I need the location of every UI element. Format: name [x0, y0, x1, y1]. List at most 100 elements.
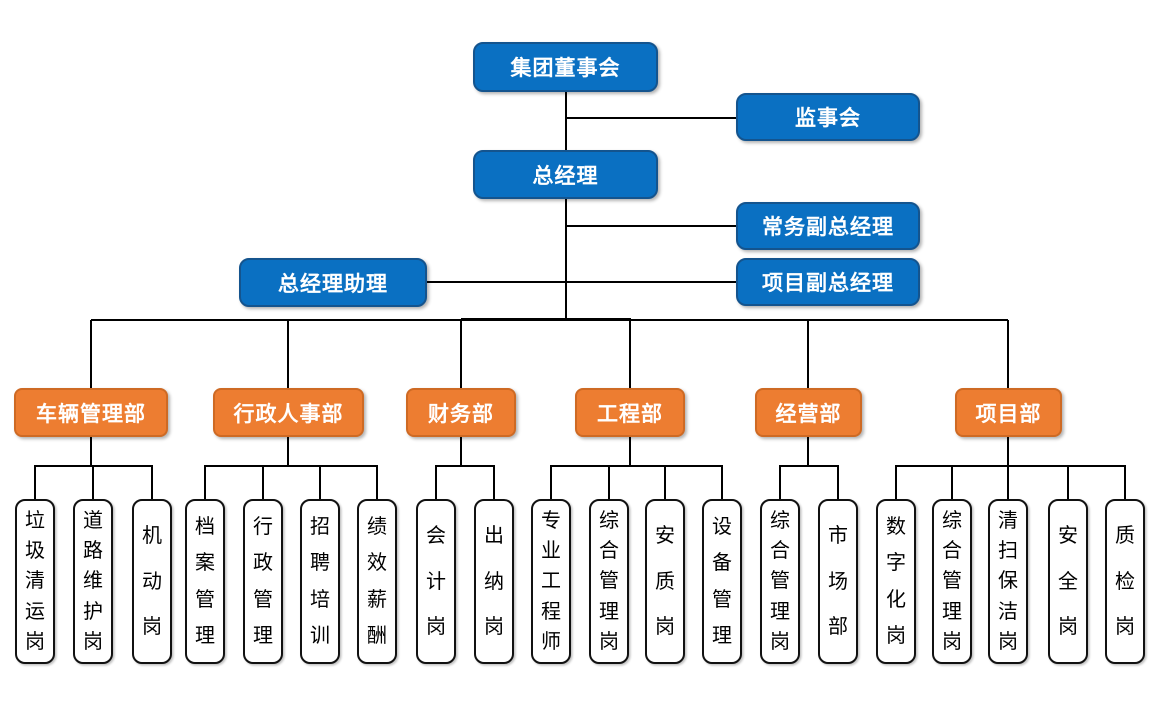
position-label: 绩效薪酬 — [367, 516, 387, 647]
connector-line — [1007, 320, 1009, 388]
position-node: 招聘培训 — [300, 499, 340, 664]
position-node: 机动岗 — [132, 499, 172, 664]
dept-label: 工程部 — [597, 402, 663, 426]
connector-line — [287, 320, 289, 388]
connector-line — [319, 465, 321, 500]
connector-line — [951, 465, 953, 500]
position-node: 道路维护岗 — [73, 499, 113, 664]
position-label: 数字化岗 — [886, 516, 906, 647]
position-node: 行政管理 — [243, 499, 283, 664]
position-node: 数字化岗 — [876, 499, 916, 664]
dept-node-vehicle-management: 车辆管理部 — [14, 388, 168, 437]
connector-line — [565, 92, 567, 151]
connector-line — [779, 465, 781, 500]
connector-line — [460, 437, 462, 465]
connector-line — [565, 199, 567, 321]
connector-line — [780, 465, 838, 467]
connector-line — [551, 465, 722, 467]
connector-line — [90, 320, 92, 388]
dept-label: 项目部 — [975, 402, 1042, 426]
dept-label: 行政人事部 — [233, 402, 344, 426]
org-node-board-label: 集团董事会 — [510, 57, 621, 80]
position-label: 行政管理 — [253, 516, 273, 647]
position-label: 专业工程师 — [541, 510, 561, 653]
connector-line — [90, 437, 92, 465]
position-node: 出纳岗 — [474, 499, 514, 664]
position-label: 清扫保洁岗 — [998, 510, 1018, 653]
position-node: 综合管理岗 — [932, 499, 972, 664]
connector-line — [1124, 465, 1126, 500]
position-node: 市场部 — [818, 499, 858, 664]
position-label: 出纳岗 — [484, 525, 504, 638]
org-node-gm-assistant: 总经理助理 — [239, 258, 427, 307]
position-label: 道路维护岗 — [83, 510, 103, 653]
connector-line — [204, 465, 206, 500]
position-node: 绩效薪酬 — [357, 499, 397, 664]
position-node: 安全岗 — [1048, 499, 1088, 664]
position-label: 会计岗 — [426, 525, 446, 638]
position-node: 会计岗 — [416, 499, 456, 664]
org-node-supervisory: 监事会 — [736, 93, 920, 141]
position-label: 安全岗 — [1058, 525, 1078, 638]
connector-line — [837, 465, 839, 500]
dept-node-hr-admin: 行政人事部 — [213, 388, 364, 437]
connector-line — [427, 281, 736, 283]
connector-line — [205, 465, 377, 467]
position-node: 安质岗 — [645, 499, 685, 664]
connector-line — [435, 465, 437, 500]
position-label: 质检岗 — [1115, 525, 1135, 638]
org-node-executive-deputy-gm: 常务副总经理 — [736, 202, 920, 250]
org-node-gm-assistant-label: 总经理助理 — [278, 272, 388, 296]
dept-label: 财务部 — [428, 402, 494, 426]
position-node: 综合管理岗 — [589, 499, 629, 664]
connector-line — [896, 465, 1125, 467]
connector-line — [566, 225, 736, 227]
position-label: 市场部 — [828, 525, 848, 638]
position-node: 质检岗 — [1105, 499, 1145, 664]
connector-line — [807, 437, 809, 465]
connector-line — [151, 465, 153, 500]
dept-node-finance: 财务部 — [406, 388, 516, 437]
position-label: 综合管理岗 — [770, 510, 790, 653]
dept-node-engineering: 工程部 — [575, 388, 685, 437]
connector-line — [92, 465, 94, 500]
org-node-project-deputy-gm: 项目副总经理 — [736, 258, 920, 306]
dept-label: 车辆管理部 — [36, 402, 146, 426]
position-label: 综合管理岗 — [599, 510, 619, 653]
connector-line — [721, 465, 723, 500]
position-node: 档案管理 — [185, 499, 225, 664]
position-node: 垃圾清运岗 — [15, 499, 55, 664]
connector-line — [664, 465, 666, 500]
connector-line — [550, 465, 552, 500]
position-node: 专业工程师 — [531, 499, 571, 664]
position-label: 垃圾清运岗 — [25, 510, 45, 653]
connector-line — [34, 465, 36, 500]
dept-label: 经营部 — [775, 402, 842, 426]
connector-line — [262, 465, 264, 500]
org-node-general-manager: 总经理 — [473, 150, 658, 199]
org-node-supervisory-label: 监事会 — [795, 107, 861, 130]
position-label: 设备管理 — [712, 516, 732, 647]
connector-line — [35, 465, 152, 467]
connector-line — [493, 465, 495, 500]
position-node: 清扫保洁岗 — [988, 499, 1028, 664]
position-node: 综合管理岗 — [760, 499, 800, 664]
org-node-board: 集团董事会 — [473, 42, 658, 92]
connector-line — [895, 465, 897, 500]
connector-line — [629, 437, 631, 465]
connector-line — [608, 465, 610, 500]
dept-node-project: 项目部 — [955, 388, 1062, 437]
position-label: 招聘培训 — [310, 516, 330, 647]
connector-line — [1007, 437, 1009, 465]
connector-line — [376, 465, 378, 500]
connector-line — [287, 437, 289, 465]
connector-line — [1007, 465, 1009, 500]
position-label: 机动岗 — [142, 525, 162, 638]
connector-line — [461, 318, 631, 321]
position-label: 安质岗 — [655, 525, 675, 638]
connector-line — [1067, 465, 1069, 500]
dept-node-operations: 经营部 — [755, 388, 862, 437]
position-node: 设备管理 — [702, 499, 742, 664]
connector-line — [436, 465, 494, 467]
